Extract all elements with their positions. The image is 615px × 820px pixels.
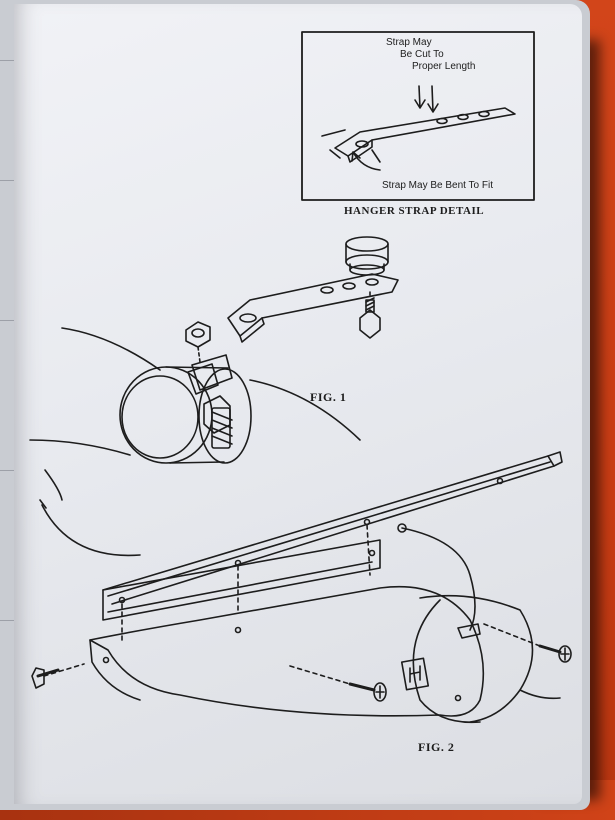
detail-callout-line-3: Proper Length — [412, 61, 476, 72]
detail-callout-line-1: Strap May — [386, 37, 432, 48]
detail-callout-line-2: Be Cut To — [400, 49, 444, 60]
fig2-drawing — [31, 451, 572, 724]
fig1-label: FIG. 1 — [310, 390, 347, 404]
fig2-label: FIG. 2 — [418, 740, 455, 754]
detail-callout-bottom: Strap May Be Bent To Fit — [382, 180, 493, 191]
hanger-strap-detail-drawing — [301, 31, 535, 201]
page-stack — [0, 0, 590, 810]
detail-caption: HANGER STRAP DETAIL — [344, 205, 485, 217]
manual-page — [14, 4, 582, 804]
fig1-drawing — [29, 236, 399, 464]
